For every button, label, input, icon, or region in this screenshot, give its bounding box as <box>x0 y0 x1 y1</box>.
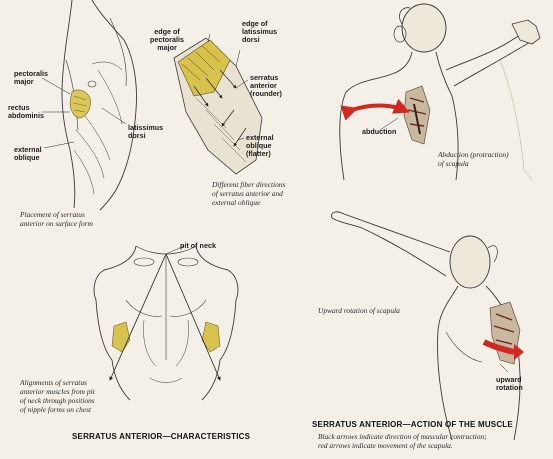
label-line: dorsi <box>242 35 260 44</box>
label-line: upward <box>496 375 522 384</box>
caption-abduction: Abduction (protraction) of scapula <box>438 150 509 168</box>
label-abduction: abduction <box>362 127 397 136</box>
label-line: pectoralis <box>14 69 48 78</box>
rotation-leader <box>499 363 509 373</box>
label-line: rotation <box>496 383 523 392</box>
caption-line: Alignments of serratus <box>20 378 87 387</box>
caption-line: of neck through positions <box>20 396 95 405</box>
caption-fiber-directions: Different fiber directions of serratus a… <box>212 180 285 207</box>
label-line: edge of <box>154 27 180 36</box>
label-line: anterior <box>250 81 277 90</box>
caption-line: external oblique <box>212 198 261 207</box>
label-line: latissimus <box>242 27 278 36</box>
label-external-oblique: external oblique <box>14 146 42 162</box>
label-line: (flatter) <box>246 149 271 158</box>
label-rectus-abdominis: rectus abdominis <box>8 104 44 120</box>
label-latissimus-dorsi: latissimus dorsi <box>128 124 163 140</box>
label-line: edge of <box>242 19 268 28</box>
caption-upward-rotation: Upward rotation of scapula <box>318 306 400 315</box>
alignment-lines <box>109 245 221 381</box>
label-upward-rotation: upward rotation <box>496 376 523 392</box>
caption-line: of serratus anterior and <box>212 189 283 198</box>
upward-rotation-figure <box>331 211 521 441</box>
scapula-rotation <box>482 301 524 365</box>
caption-line: of scapula <box>438 159 469 168</box>
abduction-leader <box>379 117 399 131</box>
heading-action: SERRATUS ANTERIOR—ACTION OF THE MUSCLE <box>312 420 513 429</box>
label-line: rectus <box>8 103 30 112</box>
serratus-closeup-figure <box>173 33 263 175</box>
torso-side-figure <box>61 0 137 211</box>
caption-line: Different fiber directions <box>212 180 286 189</box>
abduction-red-arrow <box>340 98 410 121</box>
label-line: external <box>14 145 42 154</box>
label-line: (rounder) <box>250 89 282 98</box>
label-external-oblique-flatter: external oblique (flatter) <box>246 134 274 158</box>
label-serratus-anterior: serratus anterior (rounder) <box>250 74 282 98</box>
label-line: oblique <box>246 141 272 150</box>
caption-line: anterior on surface form <box>20 219 93 228</box>
label-edge-latissimus: edge of latissimus dorsi <box>242 20 277 44</box>
label-line: pectoralis <box>150 35 184 44</box>
caption-line: Abduction (protraction) <box>438 150 509 159</box>
caption-alignments: Alignments of serratus anterior muscles … <box>20 378 95 414</box>
side-leader-lines <box>41 77 127 149</box>
label-line: major <box>14 77 34 86</box>
caption-line: red arrows indicate movement of the scap… <box>318 441 453 450</box>
caption-placement: Placement of serratus anterior on surfac… <box>20 210 93 228</box>
caption-line: anterior muscles from pit <box>20 387 95 396</box>
caption-line: Placement of serratus <box>20 210 85 219</box>
label-line: dorsi <box>128 131 146 140</box>
label-line: oblique <box>14 153 40 162</box>
label-line: major <box>157 43 177 52</box>
heading-characteristics: SERRATUS ANTERIOR—CHARACTERISTICS <box>72 432 251 441</box>
abduction-figure <box>339 3 541 181</box>
caption-line: Black arrows indicate direction of muscu… <box>318 432 487 441</box>
label-line: serratus <box>250 73 279 82</box>
scapula-abduction <box>403 85 431 145</box>
label-line: external <box>246 133 274 142</box>
label-edge-pectoralis: edge of pectoralis major <box>150 28 184 52</box>
label-pit-of-neck: pit of neck <box>180 241 216 250</box>
label-line: abdominis <box>8 111 44 120</box>
label-pectoralis-major: pectoralis major <box>14 70 48 86</box>
caption-arrows-note: Black arrows indicate direction of muscu… <box>318 432 487 450</box>
caption-line: of nipple forms on chest <box>20 405 92 414</box>
serratus-patch-side <box>69 89 91 119</box>
frontal-torso-figure <box>93 245 239 401</box>
label-line: latissimus <box>128 123 164 132</box>
